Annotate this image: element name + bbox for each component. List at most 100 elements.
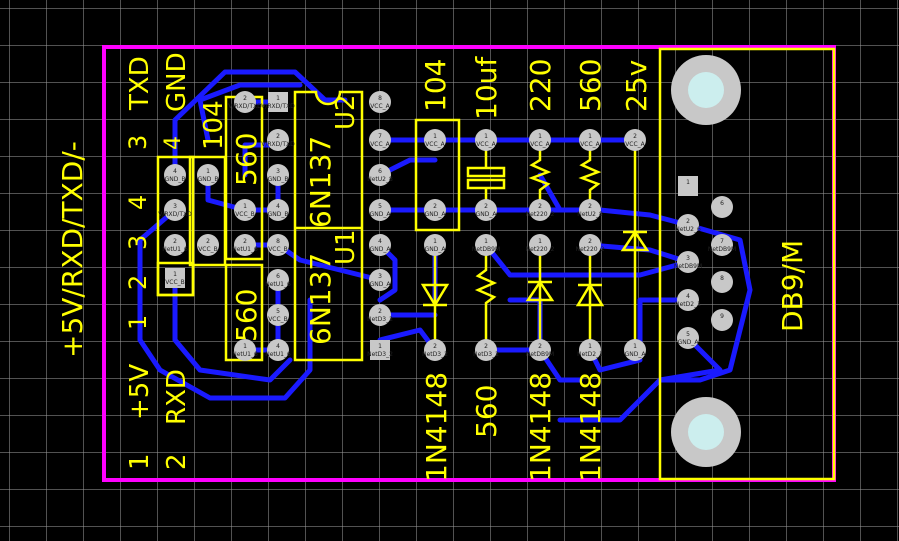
pad — [369, 269, 391, 291]
pad-number: 4 — [173, 168, 177, 175]
ic-u2-ref: U2 — [331, 94, 361, 130]
pad-net-label: GND_B — [268, 176, 289, 183]
pad-net-label: V/RXD/TXD — [228, 103, 262, 110]
pad — [579, 129, 601, 151]
pad-net-label: V/RXD/TXD — [158, 211, 192, 218]
pad-number: 1 — [484, 238, 488, 245]
pad — [711, 234, 733, 256]
pad-number: 1 — [538, 238, 542, 245]
pad — [267, 234, 289, 256]
pad-number: 2 — [484, 343, 488, 350]
pad — [267, 199, 289, 221]
pad — [711, 271, 733, 293]
pad — [529, 129, 551, 151]
diode-symbols — [420, 150, 650, 345]
capacitor-10uf-symbol — [466, 148, 506, 205]
pad-number: 8 — [378, 95, 382, 102]
pad — [369, 129, 391, 151]
pad-number: 1 — [378, 343, 382, 350]
pad-net-label: VCC_B — [198, 246, 218, 253]
pad — [624, 339, 646, 361]
cap-25v: 25v — [620, 60, 653, 112]
pad-number: 1 — [243, 343, 247, 350]
pad — [369, 234, 391, 256]
cap-104-left: 104 — [199, 100, 229, 150]
pad — [529, 234, 551, 256]
pad-number: 4 — [276, 203, 280, 210]
pad-number: 7 — [378, 133, 382, 140]
pad-number: 5 — [686, 331, 690, 338]
pad-number: 5 — [378, 203, 382, 210]
pad-net-label: NetDB9M — [708, 246, 736, 253]
pad-net-label: VCC_B — [235, 211, 255, 218]
pad-number: 2 — [276, 133, 280, 140]
pad — [197, 164, 219, 186]
pad-net-label: NetD3_2 — [367, 316, 393, 323]
pad-number: 4 — [378, 238, 382, 245]
res-560-right: 560 — [574, 59, 607, 112]
pad-number: 8 — [276, 238, 280, 245]
pad-number: 2 — [433, 203, 437, 210]
pad — [164, 164, 186, 186]
pad-net-label: GND_B — [165, 176, 186, 183]
pad — [711, 309, 733, 331]
pad-number: 1 — [588, 343, 592, 350]
pad-number: 1 — [173, 271, 177, 278]
pad-net-label: Net220_2 — [526, 211, 555, 218]
silk-outlines — [156, 47, 836, 481]
pad — [678, 176, 698, 196]
pad-number: 4 — [276, 343, 280, 350]
pad-number: 2 — [686, 218, 690, 225]
pad-net-label: VCC_B — [268, 316, 288, 323]
pad-net-label: VCC_A — [476, 141, 496, 148]
pad-net-label: NetD3_2 — [422, 351, 448, 358]
pad-number: 1 — [588, 133, 592, 140]
pad-number: 1 — [243, 203, 247, 210]
pad-net-label: GND_B — [268, 211, 289, 218]
diode-1n4148-b: 1N4148 — [524, 372, 557, 482]
pad-number: 1 — [538, 133, 542, 140]
pad-number: 3 — [276, 168, 280, 175]
gnd-label: GND — [162, 52, 192, 112]
pad-number: 1 — [433, 133, 437, 140]
pad — [624, 129, 646, 151]
pad-number: 1 — [633, 343, 637, 350]
pad-net-label: GND_A — [625, 351, 647, 358]
diode-1n4148-c: 1N4148 — [574, 372, 607, 482]
pin-4-left: 4 — [124, 195, 152, 210]
pad — [197, 234, 219, 256]
pad-net-label: V/RXD/TXD — [261, 141, 295, 148]
pad-net-label: VCC_A — [370, 103, 390, 110]
pad-net-label: VCC_A — [625, 141, 645, 148]
pad — [475, 199, 497, 221]
pad-number: 2 — [484, 203, 488, 210]
side-title: +5V/RXD/TXD/- — [56, 141, 89, 358]
pad-number: 3 — [378, 273, 382, 280]
pin-3-left: 3 — [124, 235, 152, 250]
pad-number: 1 — [686, 179, 690, 186]
pad-number: 2 — [433, 343, 437, 350]
pad-net-label: GND_A — [678, 339, 700, 346]
pad — [234, 199, 256, 221]
pad — [529, 199, 551, 221]
pad — [579, 234, 601, 256]
connector-db9m: DB9/M — [776, 240, 809, 332]
pad-net-label: NetU2_8 — [577, 211, 603, 218]
pad-number: 9 — [720, 313, 724, 320]
cap-10uf: 10uf — [470, 56, 503, 120]
pad-net-label: GND_A — [370, 211, 392, 218]
pad-net-label: Net220_2 — [526, 246, 555, 253]
res-560-vertical: 560 — [470, 385, 503, 438]
pad-number: 8 — [720, 275, 724, 282]
resistor-zigzags — [474, 150, 602, 345]
pad — [164, 234, 186, 256]
pad-number: 2 — [588, 203, 592, 210]
pad-net-label: NetDB9M — [472, 246, 500, 253]
pad-net-label: GND_A — [370, 281, 392, 288]
pad-number: 2 — [538, 343, 542, 350]
pin-1-bottom: 1 — [125, 453, 155, 470]
pad-number: 2 — [243, 238, 247, 245]
pads: 4GND_B3V/RXD/TXD2NetU1_61VCC_B1GND_B2VCC… — [158, 91, 736, 361]
pad-net-label: NetU1_6 — [232, 351, 258, 358]
pin-2-bottom: 2 — [162, 453, 192, 470]
